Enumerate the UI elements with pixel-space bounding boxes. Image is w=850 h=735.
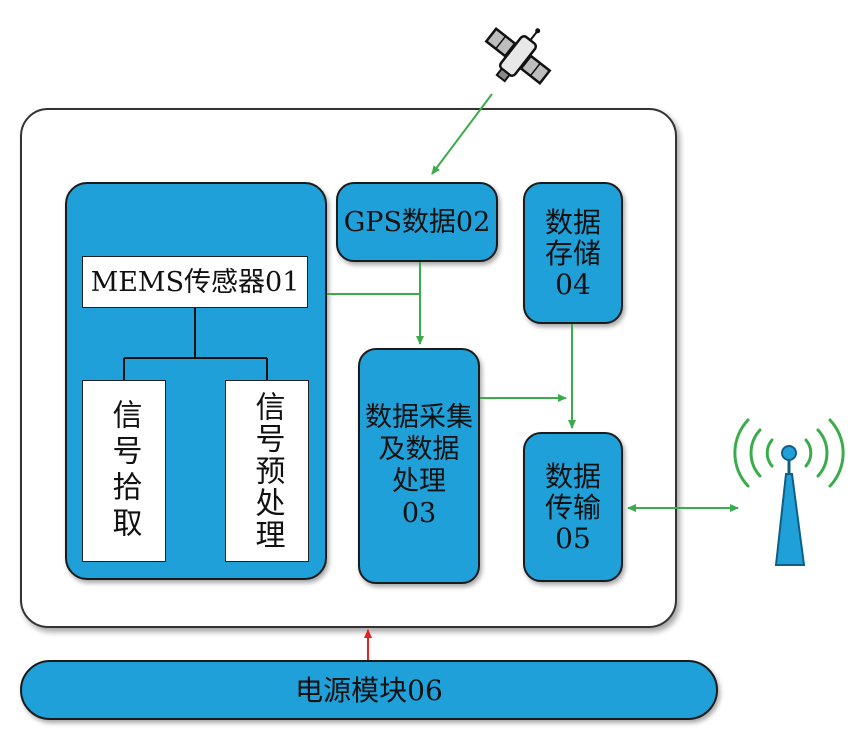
transmission-line-1: 数据 [544,459,601,493]
processing-line-3: 处理 [392,466,446,497]
processing-line-4: 03 [401,498,437,529]
satellite-icon [484,27,552,85]
signal-preprocess-label: 信号预处理 [249,391,285,551]
storage-line-2: 存储 [544,236,601,270]
gps-data-module: GPS数据02 [336,182,498,262]
processing-line-1: 数据采集 [365,402,473,433]
power-module: 电源模块06 [20,660,718,720]
power-module-label: 电源模块06 [295,673,443,707]
signal-pickup-box: 信号拾取 [82,380,166,562]
data-transmission-module: 数据 传输 05 [523,432,623,582]
storage-line-1: 数据 [544,205,601,239]
processing-line-2: 及数据 [378,434,460,465]
antenna-tower-icon [733,418,845,566]
signal-pickup-label: 信号拾取 [106,399,142,543]
gps-data-label: GPS数据02 [343,206,491,238]
data-processing-module: 数据采集 及数据 处理 03 [358,348,480,584]
storage-line-3: 04 [555,267,591,301]
transmission-line-3: 05 [555,521,591,555]
data-storage-module: 数据 存储 04 [523,182,623,324]
mems-sensor-box: MEMS传感器01 [82,256,308,308]
mems-sensor-label: MEMS传感器01 [90,266,300,298]
signal-preprocess-box: 信号预处理 [225,380,309,562]
transmission-line-2: 传输 [544,490,601,524]
